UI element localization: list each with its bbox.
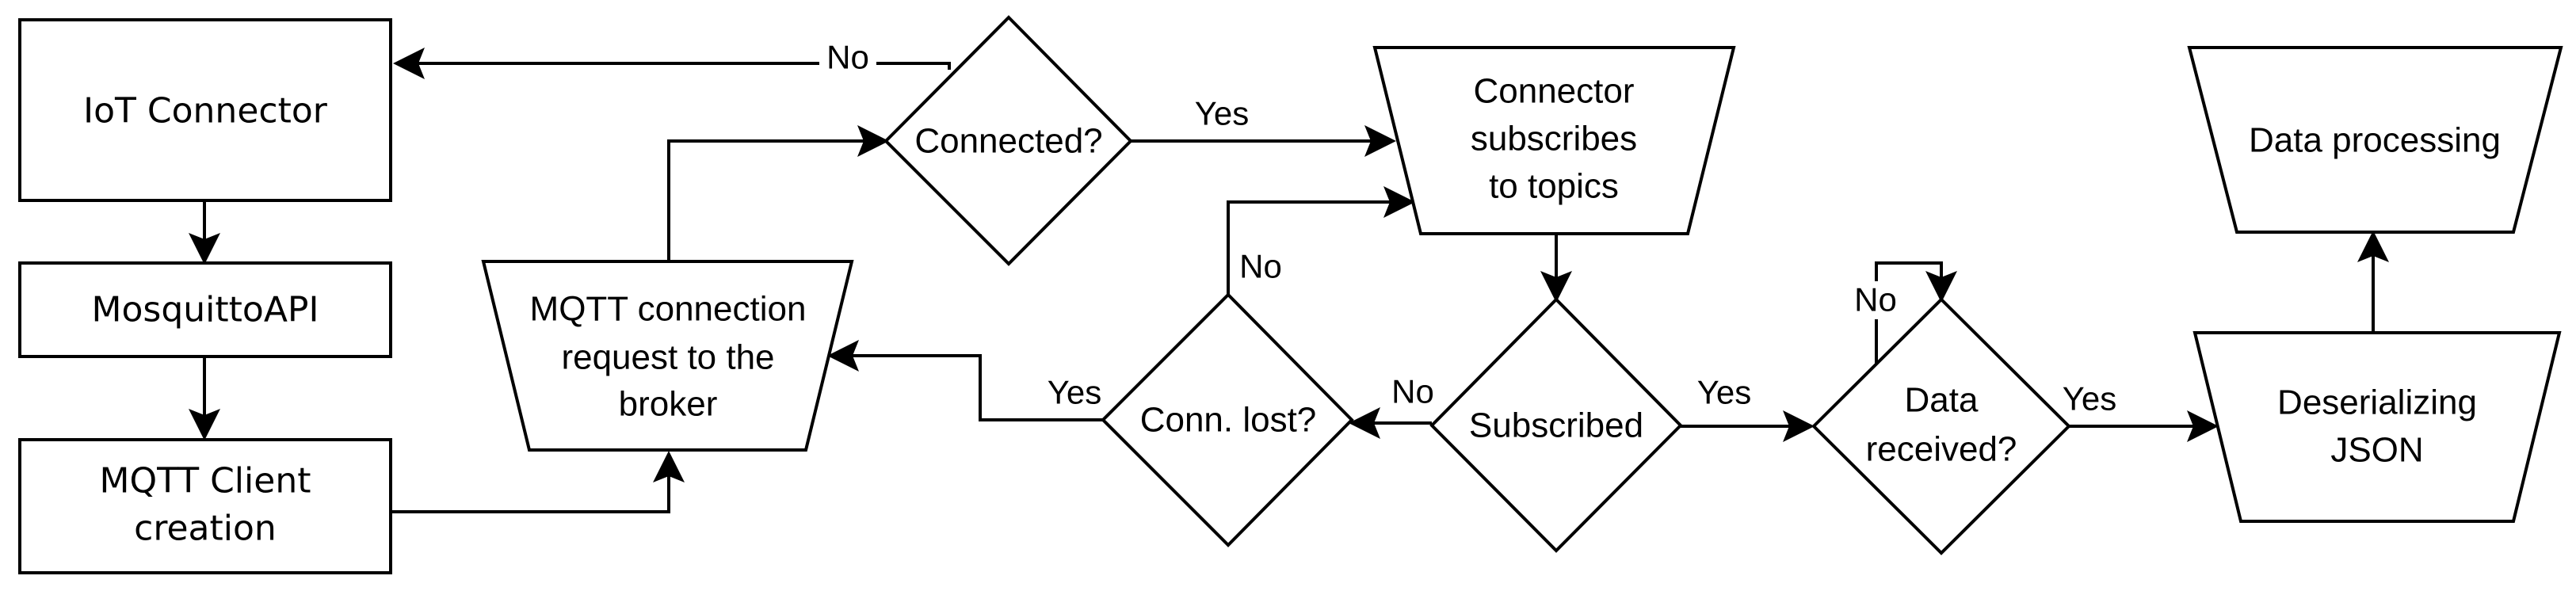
subscribe-label-line1: Connector bbox=[1473, 72, 1634, 111]
mqtt-request-label-line3: broker bbox=[619, 385, 718, 424]
subscribe-topics-shape bbox=[1372, 46, 1736, 235]
mqtt-client-label-line1: MQTT Client bbox=[100, 461, 311, 501]
data-received-label-line1: Data bbox=[1905, 381, 1979, 420]
data-processing-shape bbox=[2187, 46, 2563, 234]
iot-connector-label: IoT Connector bbox=[83, 91, 328, 132]
conn-lost-decision bbox=[1101, 292, 1354, 547]
edge-label-connected-no: No bbox=[826, 39, 869, 76]
edge-label-subscribed-yes: Yes bbox=[1697, 374, 1752, 411]
mosquitto-api-box bbox=[18, 261, 392, 358]
subscribe-label-line2: subscribes bbox=[1471, 120, 1637, 158]
subscribed-decision bbox=[1429, 297, 1683, 553]
connected-decision bbox=[883, 15, 1133, 266]
mqtt-client-label-line2: creation bbox=[134, 509, 277, 549]
mqtt-request-label-line2: request to the bbox=[561, 338, 774, 377]
connected-label: Connected? bbox=[914, 122, 1102, 161]
edge-label-data-no: No bbox=[1854, 281, 1897, 318]
edge-connlost-yes-to-request bbox=[827, 340, 1103, 421]
edge-label-connected-yes: Yes bbox=[1195, 95, 1250, 132]
edge-connlost-no-to-subscribe bbox=[1227, 186, 1415, 295]
mqtt-request-label-line1: MQTT connection bbox=[530, 290, 807, 329]
data-processing-label: Data processing bbox=[2249, 121, 2501, 160]
subscribed-label: Subscribed bbox=[1469, 406, 1643, 445]
edge-label-conn-lost-no: No bbox=[1239, 248, 1282, 285]
edge-label-subscribed-no: No bbox=[1391, 373, 1434, 410]
edge-label-conn-lost-yes: Yes bbox=[1048, 374, 1102, 411]
conn-lost-label: Conn. lost? bbox=[1140, 401, 1317, 440]
edge-connected-no-to-iot bbox=[393, 48, 951, 79]
mosquitto-api-label: MosquittoAPI bbox=[92, 290, 319, 330]
data-received-decision bbox=[1811, 297, 2071, 555]
mqtt-request-shape bbox=[481, 260, 854, 452]
edge-label-data-yes: Yes bbox=[2063, 380, 2117, 418]
mqtt-client-box bbox=[18, 438, 392, 574]
deserializing-shape bbox=[2192, 331, 2562, 523]
deserializing-label-line1: Deserializing bbox=[2277, 383, 2477, 422]
edge-request-to-connected bbox=[667, 125, 889, 260]
edge-client-to-request bbox=[388, 451, 685, 513]
iot-connector-box bbox=[18, 18, 392, 202]
data-received-label-line2: received? bbox=[1866, 430, 2017, 469]
subscribe-label-line3: to topics bbox=[1489, 167, 1619, 206]
deserializing-label-line2: JSON bbox=[2330, 431, 2423, 470]
